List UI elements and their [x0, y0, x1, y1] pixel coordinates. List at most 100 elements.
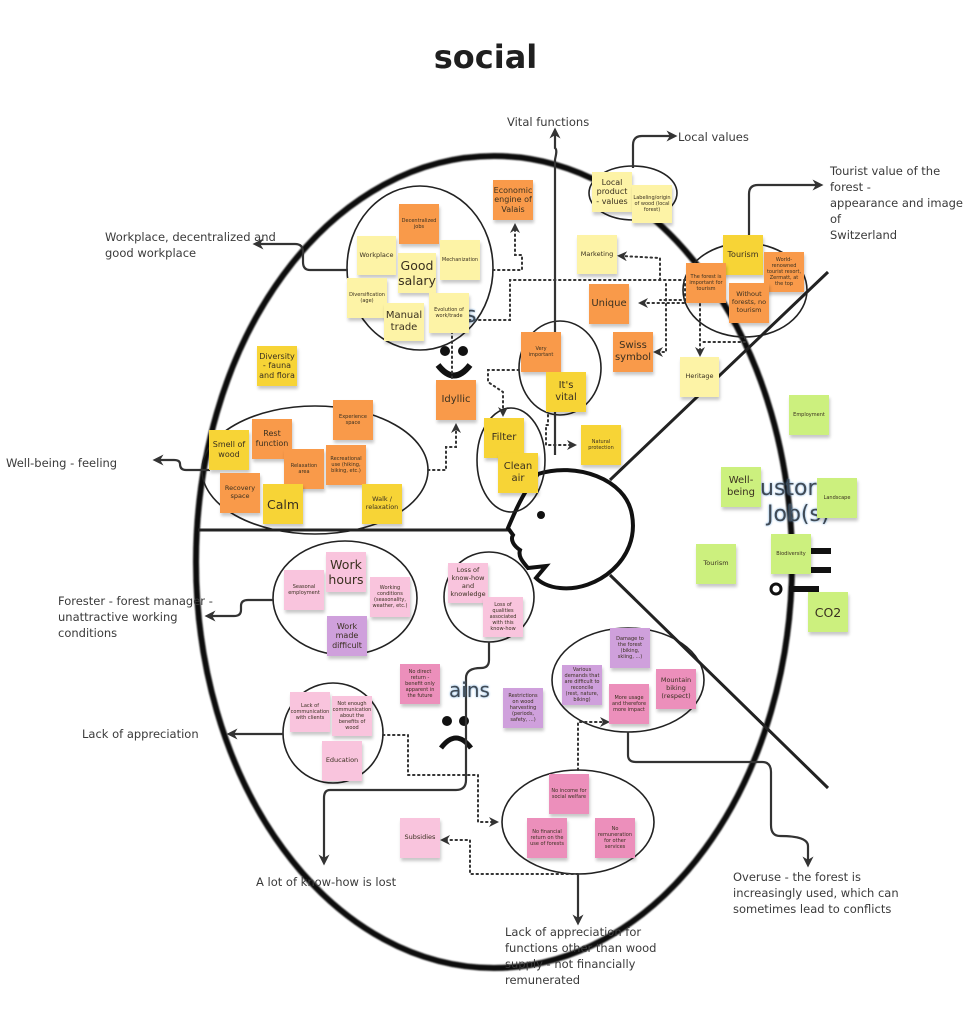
sticky-note[interactable]: Relaxation area [284, 449, 324, 489]
connector-local-values [631, 130, 678, 168]
sticky-note[interactable]: Damage to the forest (biking, skiing, ..… [610, 628, 650, 668]
customer-jobs-header-line1: ustor [760, 476, 817, 501]
list-bar-2 [811, 567, 831, 573]
sticky-note[interactable]: Clean air [498, 453, 538, 493]
sticky-note[interactable]: Without forests, no tourism [729, 283, 769, 323]
sticky-note[interactable]: Work made difficult [327, 616, 367, 656]
smiley-mouth [435, 363, 473, 379]
sticky-note[interactable]: Evolution of work/trade [429, 293, 469, 333]
label-forester-line: Forester - forest manager - [58, 594, 213, 608]
dotted-appreciation-finance [382, 734, 499, 827]
sticky-note[interactable]: Diversity - fauna and flora [257, 346, 297, 386]
sticky-note[interactable]: Recreational use (hiking, biking, etc.) [326, 445, 366, 485]
head-profile [505, 468, 635, 591]
sticky-note[interactable]: Experience space [333, 400, 373, 440]
sticky-note[interactable]: More usage and therefore more impact [609, 684, 649, 724]
sticky-note[interactable]: Tourism [723, 235, 763, 275]
smiley-eye-left [440, 346, 450, 356]
sticky-note[interactable]: Heritage [680, 357, 719, 397]
sticky-note[interactable]: Idyllic [436, 380, 476, 420]
dotted-to-idyllic [427, 423, 461, 471]
cluster-workplace [346, 185, 494, 351]
connector-tourist-value [747, 179, 824, 240]
label-overuse-line: sometimes lead to conflicts [733, 902, 892, 916]
dotted-workplace-economic [492, 223, 523, 271]
sticky-note[interactable]: Walk / relaxation [362, 484, 402, 524]
sticky-note[interactable]: Very important [521, 332, 561, 372]
label-overuse: Overuse - the forest is increasingly use… [733, 869, 899, 917]
sticky-note[interactable]: Various demands that are difficult to re… [562, 665, 602, 705]
page-title: social [433, 38, 538, 76]
sticky-note[interactable]: Employment [789, 395, 829, 435]
label-overuse-line: Overuse - the forest is [733, 870, 861, 884]
cluster-vital [518, 320, 602, 416]
sticky-note[interactable]: The forest is important for tourism [686, 263, 726, 303]
sticky-note[interactable]: Workplace [357, 236, 396, 275]
sticky-note[interactable]: Working conditions (seasonality, weather… [370, 577, 410, 617]
label-tourist-value-line: appearance and image of [830, 196, 963, 226]
connector-overuse [626, 732, 814, 868]
sticky-note[interactable]: Biodiversity [771, 534, 811, 574]
sticky-note[interactable]: Good salary [398, 253, 436, 293]
sticky-note[interactable]: Marketing [577, 235, 617, 274]
sticky-note[interactable]: Not enough communication about the benef… [332, 696, 372, 736]
sticky-note[interactable]: Tourism [696, 544, 736, 584]
sticky-note[interactable]: Manual trade [384, 303, 424, 341]
sticky-note[interactable]: Labeling/origin of wood (local forest) [632, 185, 672, 223]
label-lack-functions-line: remunerated [505, 973, 581, 987]
sticky-note[interactable]: Loss of know-how and knowledge [448, 563, 488, 603]
sticky-note[interactable]: Landscape [817, 478, 857, 518]
label-workplace-line: good workplace [105, 246, 197, 260]
sticky-note[interactable]: World-renowned tourist resort, Zermatt, … [764, 252, 804, 292]
sticky-note[interactable]: Economic engine of Valais [493, 180, 533, 220]
label-tourist-value-line: Tourist value of the forest - [830, 164, 941, 194]
sticky-note[interactable]: Calm [263, 484, 303, 524]
sticky-note[interactable]: Local product - values [592, 172, 632, 212]
sticky-note[interactable]: Swiss symbol [613, 332, 653, 372]
sad-mouth [439, 735, 473, 750]
sticky-note[interactable]: Smell of wood [209, 430, 249, 470]
sticky-note[interactable]: Mountain biking (respect) [656, 669, 696, 709]
sticky-note[interactable]: No direct return - benefit only apparent… [400, 664, 440, 704]
dotted-finance-overuse [577, 717, 610, 771]
list-bullet [769, 582, 783, 596]
divider-lower-right [608, 573, 830, 790]
label-tourist-value: Tourist value of the forest - appearance… [830, 163, 970, 243]
sticky-note[interactable]: Education [322, 741, 362, 781]
list-bar-3 [789, 586, 819, 592]
label-workplace-line: Workplace, decentralized and [105, 230, 276, 244]
sticky-note[interactable]: Recovery space [220, 473, 260, 513]
label-lack-functions-line: functions other than wood [505, 941, 657, 955]
sticky-note[interactable]: Natural protection [581, 425, 621, 465]
sticky-note[interactable]: Diversification (age) [347, 278, 387, 318]
label-forester-line: unattractive working [58, 610, 178, 624]
sticky-note[interactable]: Work hours [326, 552, 366, 592]
sticky-note[interactable]: Decentralized jobs [399, 204, 439, 244]
sticky-note[interactable]: Loss of qualities associated with this k… [483, 597, 523, 637]
dotted-tourism-heritage [699, 336, 746, 343]
label-vital-functions: Vital functions [507, 115, 590, 129]
connector-knowhow-lost [318, 642, 491, 866]
sticky-note[interactable]: No financial return on the use of forest… [527, 818, 567, 858]
list-bar-1 [811, 548, 831, 554]
sticky-note[interactable]: Restrictions on wood harvesting (periods… [503, 688, 543, 728]
sticky-note[interactable]: It's vital [546, 372, 586, 412]
dotted-to-natural-protection [545, 414, 577, 450]
label-tourist-value-line: Switzerland [830, 228, 898, 242]
pains-header-partial: ains [449, 678, 490, 702]
connector-vital-functions [549, 127, 561, 455]
sticky-note[interactable]: Filter [484, 418, 524, 458]
sticky-note[interactable]: Unique [589, 284, 629, 324]
sticky-note[interactable]: No remuneration for other services [595, 818, 635, 858]
sticky-note[interactable]: Mechanization [440, 240, 480, 280]
connector-workplace [252, 238, 348, 272]
sticky-note[interactable]: Well-being [721, 467, 761, 507]
sticky-note[interactable]: Lack of communication with clients [290, 692, 330, 732]
sticky-note[interactable]: Seasonal employment [284, 570, 324, 610]
label-forester-line: conditions [58, 626, 118, 640]
dotted-to-marketing [617, 251, 661, 281]
sticky-note[interactable]: No income for social welfare [549, 774, 589, 814]
sticky-note[interactable]: Subsidies [400, 818, 440, 858]
sticky-note[interactable]: CO2 [808, 592, 848, 632]
